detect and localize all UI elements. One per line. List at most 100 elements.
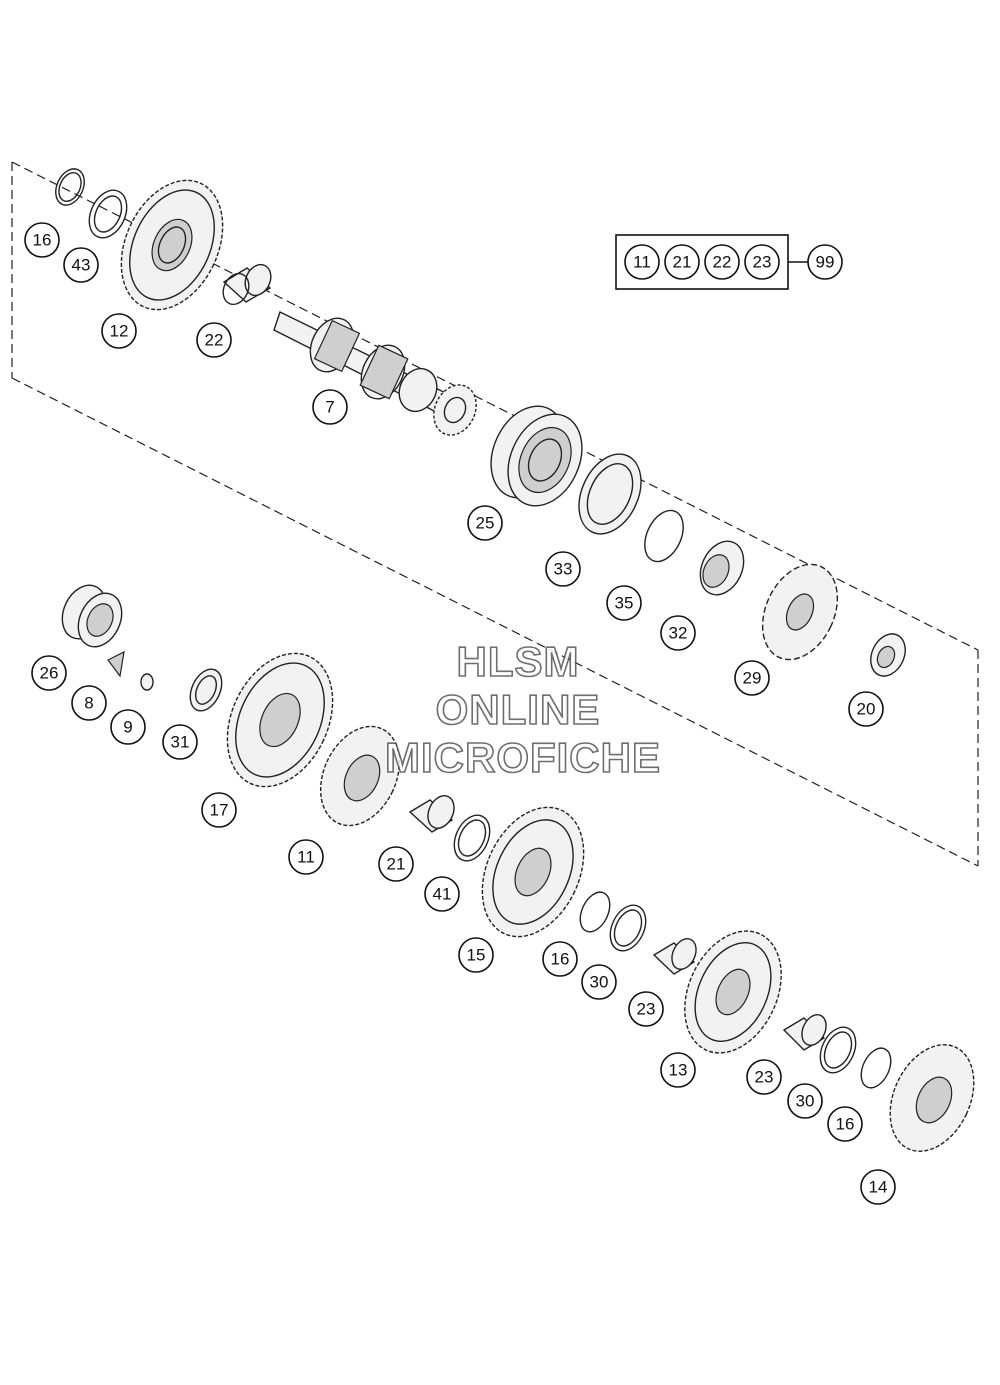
kit-label-21[interactable]: 21 (664, 244, 700, 280)
kit-label-99-text: 99 (816, 253, 835, 272)
label-16-middle[interactable]: 16 (542, 941, 578, 977)
kit-label-99[interactable]: 99 (807, 244, 843, 280)
kit-label-22-text: 22 (713, 253, 732, 272)
label-11[interactable]: 11 (288, 839, 324, 875)
ball-bearing-26[interactable] (54, 578, 130, 654)
shift-plate-8[interactable] (107, 650, 125, 678)
label-14-text: 14 (869, 1178, 888, 1197)
label-16-lower-text: 16 (836, 1115, 855, 1134)
gear-12[interactable] (102, 164, 243, 326)
label-23-lower[interactable]: 23 (746, 1059, 782, 1095)
label-33-text: 33 (554, 560, 573, 579)
label-30-middle-text: 30 (590, 973, 609, 992)
label-33[interactable]: 33 (545, 551, 581, 587)
snap-ring-16-middle[interactable] (574, 887, 615, 936)
label-7[interactable]: 7 (312, 389, 348, 425)
sprocket-29[interactable] (748, 552, 852, 671)
watermark: HLSM ONLINE MICROFICHE (384, 637, 661, 782)
label-9[interactable]: 9 (110, 709, 146, 745)
label-43[interactable]: 43 (63, 247, 99, 283)
watermark-line-3: MICROFICHE (385, 734, 661, 781)
snap-ring-16-top[interactable] (50, 164, 90, 209)
snap-ring-16-lower[interactable] (855, 1043, 896, 1092)
label-23-middle-text: 23 (637, 1000, 656, 1019)
label-14[interactable]: 14 (860, 1169, 896, 1205)
label-16-lower[interactable]: 16 (827, 1106, 863, 1142)
needle-bearing-23-middle[interactable] (652, 935, 701, 975)
label-22-text: 22 (205, 331, 224, 350)
label-16-top[interactable]: 16 (24, 222, 60, 258)
label-31-text: 31 (171, 733, 190, 752)
gear-17[interactable] (207, 636, 353, 803)
washer-30-middle[interactable] (603, 899, 652, 956)
label-25-text: 25 (476, 514, 495, 533)
label-15[interactable]: 15 (458, 937, 494, 973)
label-35-text: 35 (615, 594, 634, 613)
watermark-line-1: HLSM (457, 638, 580, 685)
label-26[interactable]: 26 (31, 655, 67, 691)
label-32-text: 32 (669, 624, 688, 643)
label-13[interactable]: 13 (660, 1052, 696, 1088)
part-labels: 16 43 12 22 7 25 33 35 32 29 20 26 8 9 3… (24, 222, 896, 1205)
label-12-text: 12 (110, 322, 129, 341)
label-26-text: 26 (40, 664, 59, 683)
label-30-lower-text: 30 (796, 1092, 815, 1111)
label-23-lower-text: 23 (755, 1068, 774, 1087)
label-21-text: 21 (387, 855, 406, 874)
label-11-text: 11 (297, 848, 315, 867)
label-8-text: 8 (84, 694, 93, 713)
screw-9[interactable] (140, 673, 154, 691)
label-23-middle[interactable]: 23 (628, 991, 664, 1027)
watermark-line-2: ONLINE (436, 686, 601, 733)
label-32[interactable]: 32 (660, 615, 696, 651)
kit-label-23[interactable]: 23 (744, 244, 780, 280)
nut-20[interactable] (864, 628, 912, 681)
seal-ring-33[interactable] (567, 444, 653, 544)
label-9-text: 9 (123, 718, 132, 737)
label-22[interactable]: 22 (196, 322, 232, 358)
kit-label-21-text: 21 (673, 253, 692, 272)
gear-11[interactable] (305, 714, 414, 839)
gear-13[interactable] (666, 915, 800, 1068)
label-31[interactable]: 31 (162, 724, 198, 760)
needle-bearing-21[interactable] (408, 792, 459, 833)
thrust-washer-43[interactable] (82, 184, 134, 244)
kit-labels: 11 21 22 23 99 (624, 244, 843, 280)
label-41[interactable]: 41 (424, 876, 460, 912)
label-41-text: 41 (433, 885, 452, 904)
label-16-top-text: 16 (33, 231, 52, 250)
label-16-middle-text: 16 (551, 950, 570, 969)
label-20[interactable]: 20 (848, 691, 884, 727)
washer-31[interactable] (184, 664, 228, 716)
label-15-text: 15 (467, 946, 486, 965)
spacer-32[interactable] (692, 534, 752, 602)
label-29-text: 29 (743, 669, 762, 688)
kit-label-22[interactable]: 22 (704, 244, 740, 280)
label-29[interactable]: 29 (734, 660, 770, 696)
label-43-text: 43 (72, 256, 91, 275)
label-35[interactable]: 35 (606, 585, 642, 621)
label-17[interactable]: 17 (201, 792, 237, 828)
kit-label-11-text: 11 (633, 253, 651, 272)
main-shaft-7[interactable] (273, 311, 484, 442)
label-13-text: 13 (669, 1061, 688, 1080)
needle-bearing-23-lower[interactable] (782, 1011, 831, 1051)
label-8[interactable]: 8 (71, 685, 107, 721)
label-12[interactable]: 12 (101, 313, 137, 349)
label-30-lower[interactable]: 30 (787, 1083, 823, 1119)
label-25[interactable]: 25 (467, 505, 503, 541)
label-17-text: 17 (210, 801, 229, 820)
gear-14[interactable] (874, 1031, 990, 1165)
o-ring-35[interactable] (637, 504, 691, 567)
label-30-middle[interactable]: 30 (581, 964, 617, 1000)
needle-bearing-22[interactable] (218, 260, 275, 308)
label-7-text: 7 (325, 398, 334, 417)
washer-41[interactable] (447, 809, 496, 866)
label-21[interactable]: 21 (378, 846, 414, 882)
gear-15[interactable] (463, 791, 604, 953)
ball-bearing-25[interactable] (477, 394, 596, 518)
kit-label-11[interactable]: 11 (624, 244, 660, 280)
washer-30-lower[interactable] (813, 1021, 862, 1078)
